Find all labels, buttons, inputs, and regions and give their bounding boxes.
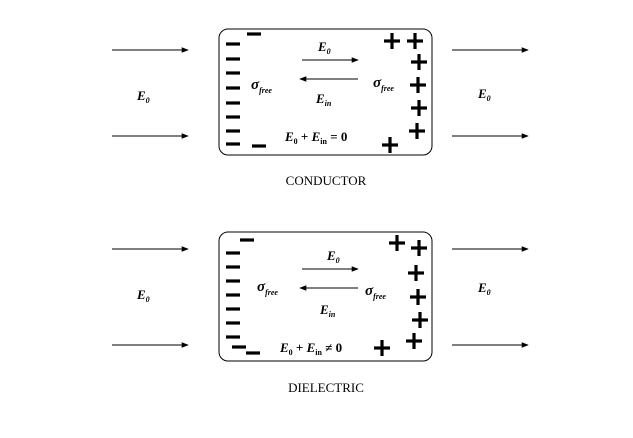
sigma-free-right: σfree [373,75,394,93]
e0-right-label: E0 [477,86,491,103]
sigma-free-right: σfree [365,283,386,301]
positive-charges [382,33,427,153]
sigma-free-left: σfree [251,77,272,95]
e0-left-label: E0 [136,287,150,304]
e0-left-label: E0 [136,88,150,105]
conductor-equation: E0 + Ein = 0 [284,129,347,146]
e0-inside-label: E0 [326,248,340,265]
ein-label: Ein [319,302,336,319]
positive-charges [374,235,428,356]
e0-right-label: E0 [477,280,491,297]
dielectric-equation: E0 + Ein ≠ 0 [279,340,342,357]
dielectric-caption: DIELECTRIC [288,380,364,395]
conductor-slab [218,28,433,156]
dielectric-slab [218,231,433,362]
conductor-panel: E0 E0 E0 E [112,28,529,188]
dielectric-panel: E0 E0 E0 Ein σfree σf [112,231,529,395]
conductor-caption: CONDUCTOR [286,173,367,188]
negative-charges [226,238,260,355]
negative-charges [226,32,266,148]
e0-inside-label: E0 [317,39,331,56]
sigma-free-left: σfree [257,279,278,297]
ein-label: Ein [315,91,332,108]
